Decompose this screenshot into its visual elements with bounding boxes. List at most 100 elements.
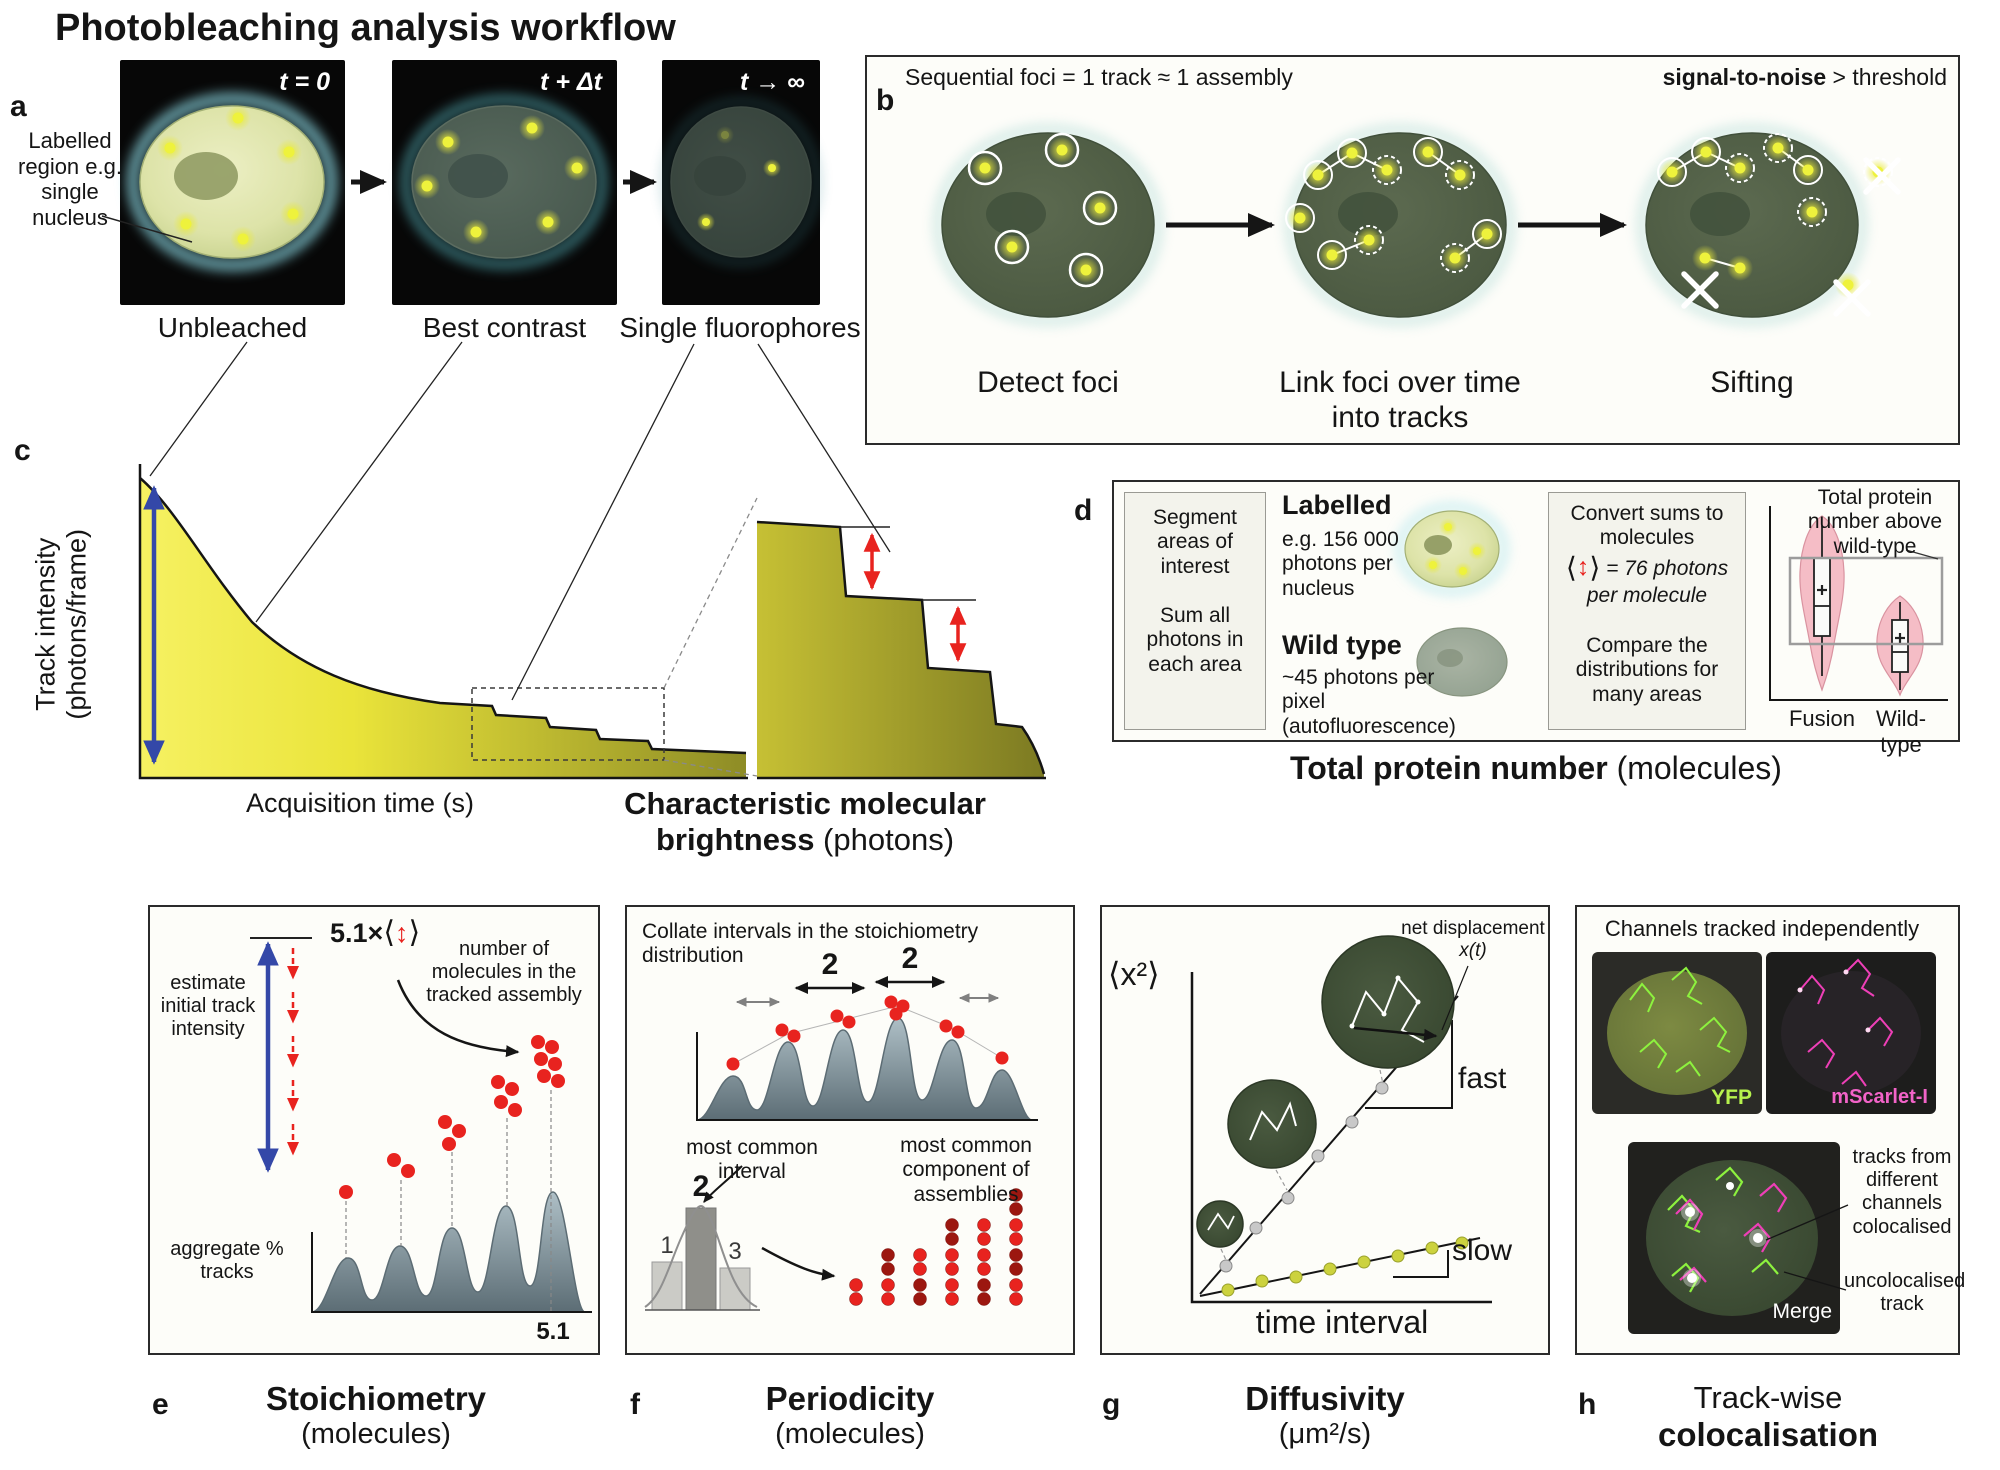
slow-data-points	[1221, 1236, 1469, 1297]
mscarlet-tracks	[1799, 958, 1894, 1087]
photobleach-decay-plot	[138, 464, 758, 780]
net-displacement-text: net displacement	[1401, 918, 1545, 939]
caption-best-contrast: Best contrast	[422, 312, 587, 343]
uncolocalised-text: uncolocalised track	[1844, 1270, 1966, 1316]
frame-time-dt: t + Δt	[540, 68, 602, 96]
brightness-caption-bold: Characteristic molecular brightness	[624, 786, 986, 857]
hist-label-3: 3	[728, 1238, 742, 1265]
caption-link-foci: Link foci over time into tracks	[1279, 366, 1521, 434]
displacement-variable: x(t)	[1459, 940, 1487, 962]
decay-area	[140, 478, 746, 778]
labelled-region-pointer-line	[101, 215, 193, 243]
msd-axes	[1190, 972, 1492, 1304]
mscarlet-channel-label: mScarlet-I	[1831, 1086, 1928, 1108]
bleach-steps-zoom	[756, 520, 1046, 780]
colocalised-pointer	[1765, 1204, 1849, 1241]
sift-circles-dotted	[1725, 133, 1893, 227]
panel-d-caption-bold: Total protein number	[1290, 750, 1608, 786]
estimate-intensity-text: estimate initial track intensity	[160, 972, 256, 1041]
caption-unbleached: Unbleached	[157, 312, 308, 343]
colocalisation-title: colocalisation	[1657, 1415, 1879, 1453]
bracket-left: ⟨	[1565, 552, 1577, 583]
panel-d-caption: Total protein number (molecules)	[1136, 750, 1936, 787]
cell-best-contrast	[401, 95, 607, 269]
violin-axes	[1769, 506, 1948, 701]
aggregate-tracks-text: aggregate % tracks	[170, 1238, 284, 1284]
channel-yfp-image	[1592, 952, 1762, 1114]
panel-d-convert-box	[1548, 492, 1746, 730]
photons-per-molecule-text: = 76 photons per molecule	[1586, 557, 1729, 608]
cluster-guides	[345, 1090, 552, 1314]
stoichiometry-distribution	[311, 1191, 586, 1313]
boxplot-wildtype	[1891, 602, 1909, 690]
cell-unbleached	[127, 93, 337, 271]
diffusivity-graphic	[1190, 935, 1492, 1304]
caption-detect-foci: Detect foci	[977, 366, 1119, 399]
interval-label-1: 2	[821, 948, 839, 981]
frame-time-inf: t → ∞	[739, 68, 805, 96]
interval-arrows	[794, 976, 946, 994]
violin-plot	[1769, 506, 1948, 701]
sifting-x-marks	[1681, 157, 1901, 317]
diffusivity-unit: (μm²/s)	[1278, 1418, 1372, 1451]
channel-mscarlet-image	[1766, 952, 1936, 1114]
above-wildtype-band	[1788, 556, 1944, 646]
periodicity-unit: (molecules)	[775, 1418, 925, 1451]
panel-b-header-right: signal-to-noise > threshold	[1565, 64, 1947, 91]
threshold-text: > threshold	[1826, 64, 1947, 90]
decay-trace	[139, 477, 747, 755]
collate-intervals-text: Collate intervals in the stoichiometry d…	[642, 920, 979, 968]
yfp-tracks	[1629, 966, 1731, 1077]
sift-circles-solid	[1657, 137, 1823, 187]
detection-circles	[967, 132, 1118, 288]
stoichiometry-graphic	[250, 937, 592, 1314]
brightness-caption: Characteristic molecular brightness (pho…	[562, 786, 1048, 858]
track-inset-small	[1196, 1200, 1244, 1248]
bracket-right: ⟩	[408, 916, 421, 949]
plot-axes	[138, 464, 748, 780]
assembly-pairs	[849, 1188, 1023, 1306]
labelled-photons-text: e.g. 156 000 photons per nucleus	[1282, 528, 1399, 600]
panel-d-segment-box	[1124, 492, 1266, 730]
histogram-axes	[311, 1232, 592, 1313]
violin-note-pointer	[1905, 549, 1939, 560]
most-common-component-text: most common component of assemblies	[900, 1134, 1032, 1206]
colocalised-spots	[1681, 1182, 1767, 1287]
cell-single-fluorophores	[661, 98, 821, 266]
net-displacement-pointer	[1441, 965, 1469, 1031]
molecule-number-text: number of molecules in the tracked assem…	[426, 938, 582, 1007]
panel-g-label: g	[1102, 1388, 1121, 1421]
multiplier-text: 5.1×	[330, 918, 384, 948]
most-common-interval-text: most common interval	[686, 1136, 818, 1184]
diffusivity-title: Diffusivity	[1245, 1380, 1405, 1417]
zoom-connector-top	[663, 497, 758, 689]
boxplot-fusion	[1813, 526, 1831, 676]
panel-f-caption: Periodicity (molecules)	[640, 1380, 1060, 1452]
caption-single-fluorophores: Single fluorophores	[619, 312, 861, 343]
panel-c-label: c	[14, 434, 31, 467]
frame-to-curve-lines	[149, 341, 891, 701]
colocalised-text: tracks from different channels colocalis…	[1852, 1146, 1952, 1238]
molecule-count-arrow	[396, 979, 520, 1058]
stoichiometry-dots	[339, 1035, 565, 1199]
labelled-region-annotation: Labelled region e.g. single nucleus	[18, 128, 122, 230]
stoichiometry-formula: 5.1×⟨↕⟩	[330, 916, 420, 951]
panel-a-label: a	[10, 90, 27, 123]
interval-axes	[696, 1032, 1038, 1121]
panel-b-header-left: Sequential foci = 1 track ≈ 1 assembly	[905, 64, 1293, 90]
track-inset-medium	[1227, 1079, 1317, 1169]
stoichiometry-title: Stoichiometry	[265, 1380, 487, 1417]
periodicity-graphic	[644, 976, 1038, 1311]
slope-brackets	[1365, 1020, 1453, 1278]
molecular-brightness-arrow-icon: ↕	[1576, 553, 1590, 581]
labelled-cell-thumbnail	[1396, 503, 1508, 595]
caption-sifting: Sifting	[1710, 366, 1794, 399]
y-axis-label: Track intensity (photons/frame)	[30, 529, 92, 720]
wildtype-photons-text: ~45 photons per pixel (autofluorescence)	[1282, 666, 1456, 738]
x-axis-label: Acquisition time (s)	[245, 788, 475, 818]
panel-f-label: f	[630, 1388, 640, 1421]
interval-distribution	[696, 1017, 1033, 1121]
merge-label: Merge	[1772, 1300, 1832, 1323]
